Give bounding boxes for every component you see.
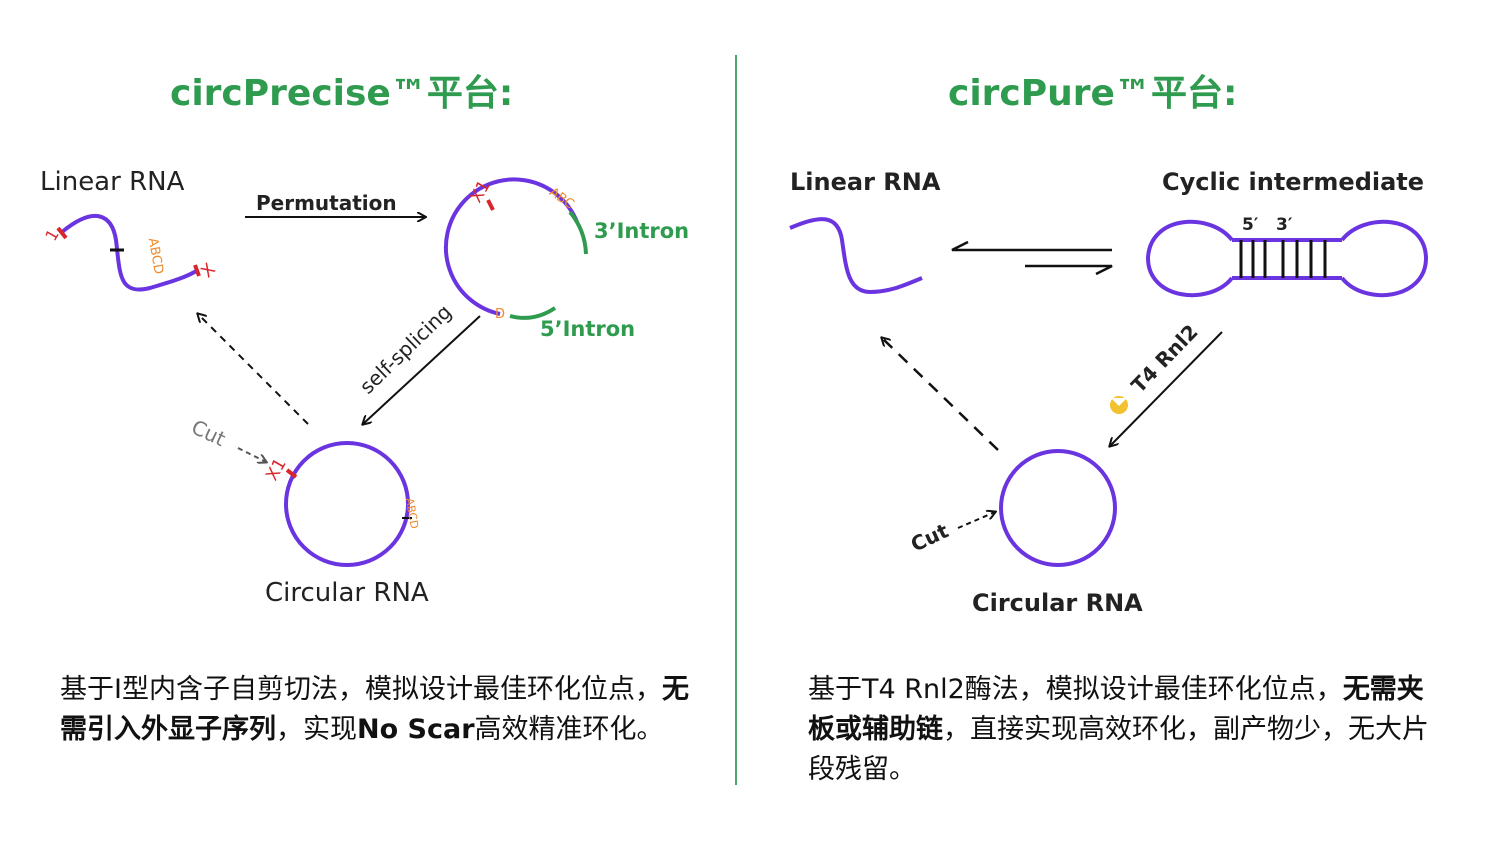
left-circular-seq-abcd: ABCD	[403, 497, 421, 530]
intron5-arc	[509, 306, 557, 320]
permutation-label: Permutation	[256, 191, 397, 215]
left-cut-arrow	[237, 447, 266, 462]
left-linear-tick-1	[56, 226, 68, 240]
enzyme-icon	[1110, 396, 1128, 414]
circprecise-desc-text-3: 高效精准环化。	[474, 714, 664, 745]
five-prime-label: 5′	[1242, 215, 1259, 235]
cyclic-intermediate-right-loop	[1340, 219, 1429, 298]
circprecise-desc-text-1: 基于I型内含子自剪切法，模拟设计最佳环化位点，	[60, 674, 662, 705]
circprecise-desc-text-2: ，实现	[276, 714, 357, 745]
t4-rnl2-label: T4 Rnl2	[1126, 320, 1202, 398]
left-linear-seq-abcd: ABCD	[145, 237, 166, 276]
left-precursor-tick-x1	[486, 199, 495, 211]
right-linear-rna-strand	[789, 217, 923, 295]
right-linear-rna-label: Linear RNA	[790, 168, 941, 196]
left-linear-mark-x: X	[197, 259, 220, 282]
right-circular-rna-label: Circular RNA	[972, 589, 1143, 617]
panel-divider	[735, 55, 737, 785]
left-circular-mark-x1: X1	[262, 455, 291, 484]
equilibrium-arrow-forward	[1025, 264, 1113, 276]
equilibrium-arrow-back	[951, 240, 1112, 252]
cyclic-intermediate-label: Cyclic intermediate	[1162, 168, 1424, 196]
three-prime-label: 3′	[1276, 215, 1293, 235]
left-return-arrow	[198, 314, 309, 425]
circpure-desc-text-1: 基于T4 Rnl2酶法，模拟设计最佳环化位点，	[808, 674, 1343, 705]
duplex-base-pairs	[1239, 240, 1327, 278]
left-linear-tick-x	[193, 264, 201, 277]
left-circular-tick-x1	[285, 468, 298, 479]
left-precursor-seq-abc: ABC	[546, 185, 576, 213]
left-circular-rna	[284, 441, 410, 567]
right-cut-label: Cut	[907, 518, 952, 556]
cyclic-intermediate-left-loop	[1145, 219, 1234, 298]
right-circular-rna	[999, 449, 1117, 567]
circprecise-desc-bold-2: No Scar	[357, 714, 475, 745]
self-splicing-arrow	[363, 315, 481, 424]
circpure-title: circPure™平台:	[948, 73, 1238, 114]
circpure-desc-text-2: ，直接实现高效环化，副产物少，无大片段残留。	[808, 714, 1429, 785]
right-cut-arrow	[957, 512, 995, 529]
left-circular-rna-label: Circular RNA	[265, 578, 429, 608]
circprecise-title: circPrecise™平台:	[170, 73, 514, 114]
intron5-label: 5’Intron	[540, 317, 635, 341]
left-linear-rna-strand	[60, 213, 200, 292]
circpure-desc-bold-1: 无需夹板或辅助链	[808, 674, 1424, 745]
left-precursor-seq-d: D	[495, 307, 505, 322]
left-cut-label: Cut	[188, 415, 230, 451]
circprecise-description: 基于I型内含子自剪切法，模拟设计最佳环化位点，无需引入外显子序列，实现No Sc…	[60, 670, 710, 750]
t4-rnl2-arrow	[1110, 331, 1223, 446]
circprecise-desc-bold-1: 无需引入外显子序列	[60, 674, 689, 745]
circpure-description: 基于T4 Rnl2酶法，模拟设计最佳环化位点，无需夹板或辅助链，直接实现高效环化…	[808, 670, 1448, 790]
left-precursor-arc	[444, 177, 579, 316]
intron3-label: 3’Intron	[594, 219, 689, 243]
left-linear-rna-label: Linear RNA	[40, 167, 185, 197]
intron3-arc	[568, 210, 588, 255]
right-return-arrow	[882, 338, 999, 451]
